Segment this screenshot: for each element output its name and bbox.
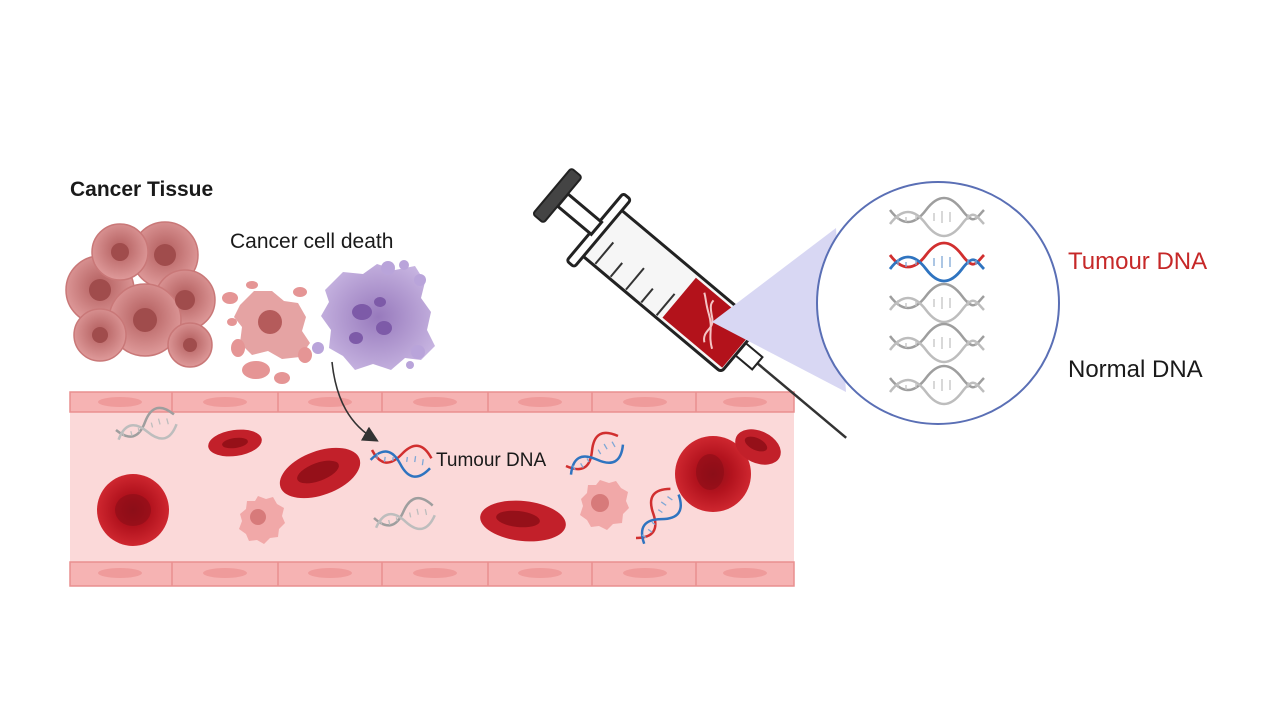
red-blood-cell-icon	[480, 500, 566, 542]
red-blood-cell-icon	[279, 447, 361, 499]
vessel-bottom-wall	[69, 561, 795, 587]
white-blood-cell-icon	[239, 496, 285, 544]
normal-dna-legend-label: Normal DNA	[1068, 356, 1203, 383]
red-blood-cell-icon	[675, 436, 751, 512]
red-blood-cell-icon	[208, 429, 262, 457]
magnified-dna-list	[888, 196, 986, 406]
dna-helix-icon	[369, 444, 433, 478]
red-blood-cells	[97, 429, 781, 546]
red-blood-cell-icon	[735, 429, 781, 465]
dna-helix-icon	[889, 322, 985, 364]
cancer-cell-cluster-icon	[65, 221, 216, 368]
dna-helix-icon	[888, 241, 986, 283]
dna-helix-icon	[565, 431, 625, 475]
dna-helix-icon	[889, 364, 985, 406]
tumour-dna-vessel-label: Tumour DNA	[436, 450, 547, 471]
dna-helix-icon	[115, 406, 178, 441]
dna-helix-icon	[889, 282, 985, 324]
dying-cell-debris-icon	[222, 260, 435, 384]
cancer-tissue-label: Cancer Tissue	[70, 178, 214, 201]
magnifier-circle-icon	[816, 181, 1060, 425]
tumour-dna-legend-label: Tumour DNA	[1068, 248, 1208, 275]
blood-vessel	[69, 391, 795, 587]
dna-helix-icon	[373, 496, 436, 531]
white-blood-cell-icon	[580, 480, 629, 530]
release-arrow	[331, 361, 379, 442]
dna-helix-icon	[889, 196, 985, 238]
syringe-icon	[532, 168, 847, 439]
dna-helix-icon	[635, 487, 682, 545]
vessel-top-wall	[69, 391, 795, 413]
cancer-cell-death-label: Cancer cell death	[230, 230, 394, 253]
magnifier-beam	[712, 228, 846, 392]
red-blood-cell-icon	[97, 474, 169, 546]
